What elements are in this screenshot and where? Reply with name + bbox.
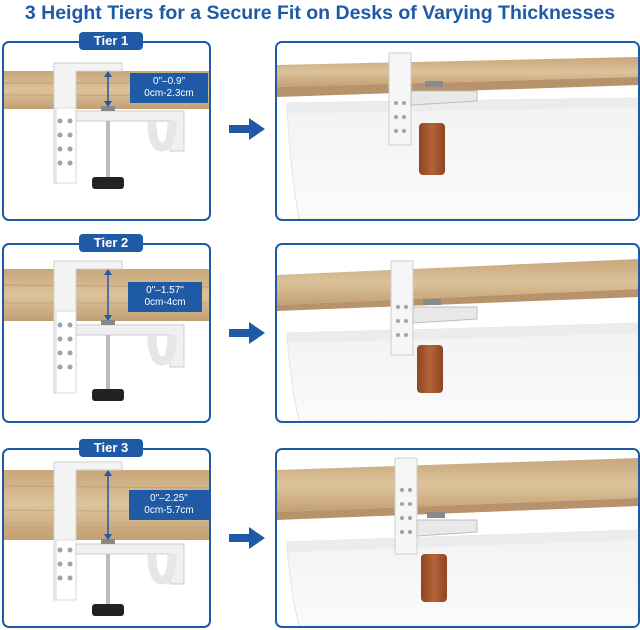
tier3-range-cm: 0cm-5.7cm: [144, 505, 194, 516]
headline: 3 Height Tiers for a Secure Fit on Desks…: [24, 2, 616, 24]
tier2-measurement: 0"–1.57" 0cm-4cm: [128, 282, 202, 312]
right-arrow-icon: [229, 527, 265, 549]
tier1-label: Tier 1: [79, 32, 143, 50]
tier2-right-panel: [275, 243, 640, 423]
right-arrow-icon: [229, 322, 265, 344]
tier3-left-panel: [2, 448, 211, 628]
tier3-label: Tier 3: [79, 439, 143, 457]
leather-strap: [419, 123, 445, 175]
tier1-range-cm: 0cm-2.3cm: [144, 88, 194, 99]
tier2-range-in: 0"–1.57": [146, 285, 184, 296]
tier2-left-panel: [2, 243, 211, 423]
leather-strap: [417, 345, 443, 393]
leather-strap: [421, 554, 447, 602]
tier1-measurement: 0"–0.9" 0cm-2.3cm: [130, 73, 208, 103]
tier3-range-in: 0"–2.25": [150, 493, 188, 504]
tier1-range-in: 0"–0.9": [152, 76, 186, 87]
right-arrow-icon: [229, 118, 265, 140]
tier1-left-panel: [2, 41, 211, 221]
tier1-right-panel: [275, 41, 640, 221]
tier2-range-cm: 0cm-4cm: [144, 297, 186, 308]
tier3-right-panel: [275, 448, 640, 628]
tier2-label: Tier 2: [79, 234, 143, 252]
tier3-measurement: 0"–2.25" 0cm-5.7cm: [129, 490, 209, 520]
